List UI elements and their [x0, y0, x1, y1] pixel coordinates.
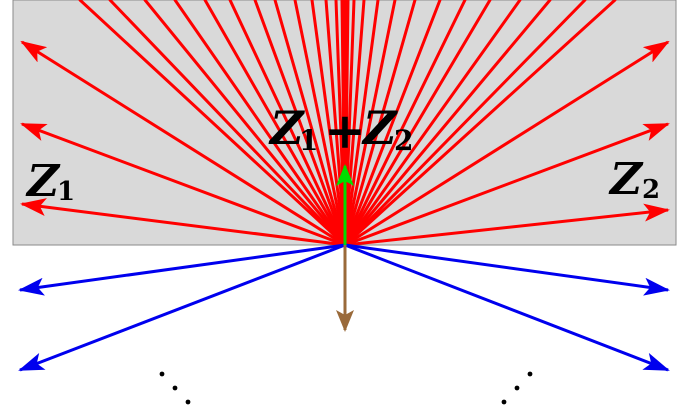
- red-ray: [343, 0, 552, 247]
- blue-arrow-left-1: [18, 243, 346, 296]
- label-z2: Z 2: [608, 154, 660, 205]
- ellipsis-right: [501, 371, 533, 405]
- red-ray: [203, 0, 347, 247]
- red-arrow-right-3: [344, 203, 670, 247]
- ellipsis-left: [159, 371, 191, 405]
- ellipsis-dot: [185, 399, 191, 405]
- z2-symbol: Z: [608, 154, 644, 205]
- sum-subscript-a: 1: [299, 124, 318, 157]
- z1-symbol: Z: [25, 156, 61, 207]
- red-arrow-left-2: [20, 122, 346, 247]
- red-ray-bundle: [78, 0, 617, 247]
- blue-arrow-right-1: [344, 243, 670, 296]
- red-ray: [228, 0, 347, 247]
- z1-subscript: 1: [57, 177, 75, 207]
- red-ray: [293, 0, 347, 247]
- red-ray: [108, 0, 347, 247]
- sum-symbol-a: Z: [268, 101, 305, 155]
- red-ray: [343, 0, 522, 247]
- ellipsis-dot: [501, 399, 507, 405]
- red-arrow-left-1: [20, 40, 346, 247]
- red-ray: [253, 0, 347, 247]
- red-ray: [78, 0, 347, 247]
- red-ray: [343, 0, 380, 247]
- red-ray: [343, 0, 467, 247]
- ellipsis-dot: [514, 385, 520, 391]
- sum-symbol-b: Z: [361, 101, 398, 155]
- red-ray: [343, 0, 492, 247]
- red-ray: [343, 0, 366, 247]
- sum-plus-operator: +: [324, 101, 366, 160]
- ellipsis-dot: [159, 371, 165, 377]
- red-ray: [343, 0, 397, 247]
- red-ray: [143, 0, 347, 247]
- blue-arrow-left-2: [18, 243, 346, 372]
- label-z1: Z 1: [25, 156, 75, 207]
- red-side-arrows: [20, 40, 670, 247]
- red-ray: [343, 0, 417, 247]
- red-ray: [343, 0, 617, 247]
- red-ray: [273, 0, 347, 247]
- z2-subscript: 2: [642, 175, 660, 205]
- blue-arrow-right-2: [344, 243, 670, 372]
- red-ray: [173, 0, 347, 247]
- blue-arrows: [18, 243, 670, 372]
- label-sum: Z 1 + Z 2: [268, 101, 413, 160]
- ellipsis-dot: [172, 385, 178, 391]
- red-arrow-right-1: [344, 40, 670, 247]
- red-ray: [310, 0, 347, 247]
- red-ray: [343, 0, 587, 247]
- red-ray: [324, 0, 347, 247]
- sum-subscript-b: 2: [394, 124, 413, 157]
- red-arrow-right-2: [344, 122, 670, 247]
- red-ray: [343, 0, 442, 247]
- ellipsis-dot: [527, 371, 533, 377]
- red-arrow-left-3: [20, 198, 346, 247]
